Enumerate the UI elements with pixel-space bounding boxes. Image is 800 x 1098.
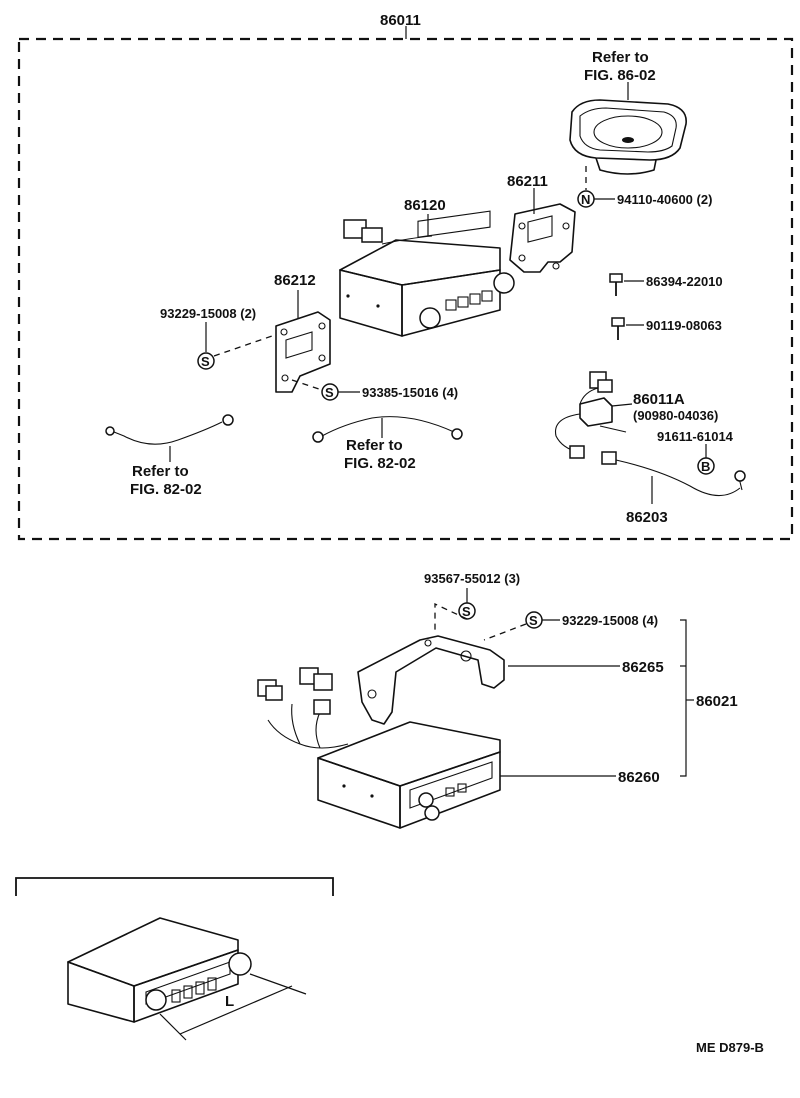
- label-93567: 93567-55012 (3): [424, 571, 520, 586]
- assembly-86011-dashed-frame: [17, 37, 794, 541]
- label-86260: 86260: [618, 769, 660, 786]
- label-ref-mid-2: FIG. 82-02: [344, 455, 416, 472]
- label-86011a: 86011A: [633, 391, 685, 408]
- label-90119: 90119-08063: [646, 318, 722, 333]
- nut-symbol-n: N 94110-40600 (2): [577, 190, 712, 208]
- label-93229-bottom: 93229-15008 (4): [562, 613, 658, 628]
- label-speaker-refer: Refer to: [592, 49, 649, 66]
- label-94110: 94110-40600 (2): [617, 192, 712, 207]
- symbol-s-4: S: [529, 613, 538, 628]
- bracket-86211: 86211: [507, 173, 576, 273]
- label-ref-left-2: FIG. 82-02: [130, 481, 202, 498]
- cable-86203: 86203: [626, 476, 668, 526]
- symbol-n: N: [581, 192, 590, 207]
- label-86120: 86120: [404, 197, 446, 214]
- label-ref-mid-1: Refer to: [346, 437, 403, 454]
- label-86203: 86203: [626, 509, 668, 526]
- label-93385: 93385-15016 (4): [362, 385, 458, 400]
- symbol-s-1: S: [201, 354, 210, 369]
- screw-93229-top: 93229-15008 (2) S: [160, 306, 273, 370]
- screw-93229-bottom: S 93229-15008 (4): [483, 611, 658, 641]
- label-91611: 91611-61014: [657, 429, 734, 444]
- symbol-s-2: S: [325, 385, 334, 400]
- radio-86260: 86260: [257, 667, 660, 829]
- label-86011a-sub: (90980-04036): [633, 408, 718, 423]
- label-ref-left-1: Refer to: [132, 463, 189, 480]
- label-86011: 86011: [380, 12, 421, 29]
- ground-cable-left: Refer to FIG. 82-02: [105, 414, 234, 498]
- label-86211: 86211: [507, 173, 548, 190]
- bolt-86394: 86394-22010: [609, 273, 723, 296]
- screw-93567: 93567-55012 (3) S: [424, 571, 520, 632]
- label-speaker-fig: FIG. 86-02: [584, 67, 656, 84]
- bracket-86265: 86265: [357, 635, 664, 725]
- bolt-90119: 90119-08063: [611, 317, 722, 340]
- assembly-86011-group: 86011: [17, 12, 794, 541]
- assembly-86021-bracket: 86021: [680, 619, 738, 777]
- ground-cable-middle: Refer to FIG. 82-02: [312, 416, 463, 472]
- part-86011a: 86011A (90980-04036): [554, 371, 746, 497]
- label-86021: 86021: [696, 693, 738, 710]
- screw-91611: 91611-61014 B: [657, 429, 734, 475]
- symbol-s-3: S: [462, 604, 471, 619]
- dimension-frame: [15, 877, 334, 896]
- label-86212: 86212: [274, 272, 316, 289]
- screw-93385: S 93385-15016 (4): [291, 379, 458, 401]
- speaker: Refer to FIG. 86-02: [569, 49, 687, 190]
- radio-86120: 86120: [339, 197, 515, 337]
- symbol-b: B: [701, 459, 710, 474]
- dimension-view: L: [15, 877, 334, 1041]
- label-93229-top: 93229-15008 (2): [160, 306, 256, 321]
- label-86394: 86394-22010: [646, 274, 723, 289]
- label-dimension-l: L: [225, 993, 234, 1010]
- label-86265: 86265: [622, 659, 664, 676]
- drawing-code: ME D879-B: [696, 1040, 764, 1055]
- bracket-86212: 86212: [274, 272, 331, 393]
